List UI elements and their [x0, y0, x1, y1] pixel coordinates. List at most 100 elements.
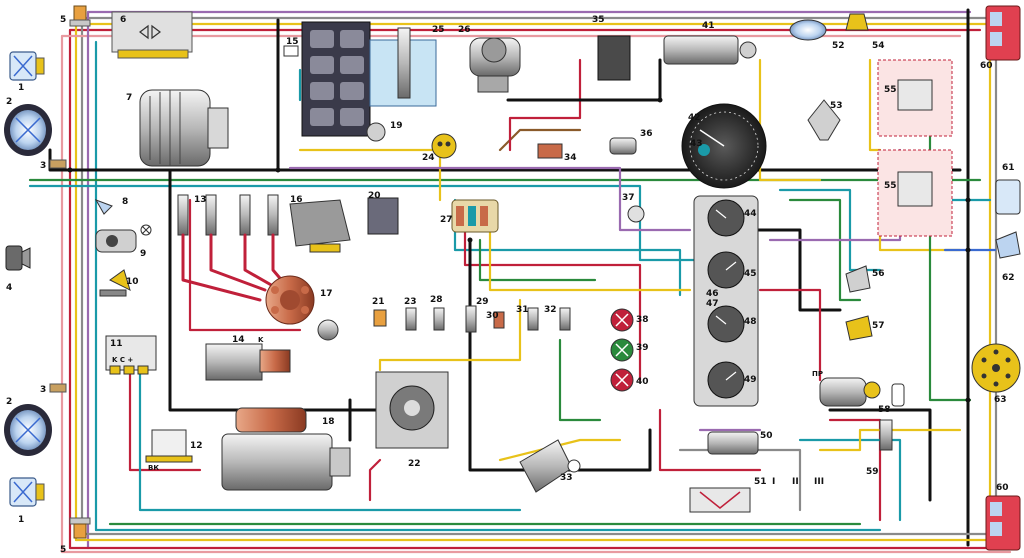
component-number-27: 27 [440, 215, 453, 225]
component-number-25: 25 [432, 25, 445, 35]
heater-switch: 37 [622, 193, 645, 223]
component-number-44: 44 [744, 209, 757, 219]
component-number-17: 17 [320, 289, 333, 299]
windshield-washer-pump: 9 [95, 224, 152, 259]
trailer-socket: 63 [971, 343, 1021, 405]
horn-icon [5, 245, 31, 271]
instrument-cluster: 44 45 46 47 48 49 [693, 195, 759, 407]
component-number-43: 43 [690, 139, 703, 149]
component-number-16: 16 [290, 195, 303, 205]
sensor-icon [373, 305, 571, 333]
component-number-37: 37 [622, 193, 635, 203]
component-number-41: 41 [702, 21, 715, 31]
ignition-switch-icon [819, 377, 905, 407]
fuel-pump: 34 [537, 143, 577, 163]
horn-left: 4 [5, 245, 31, 293]
warning-lamps: 38 39 40 [610, 308, 649, 392]
component-number-63: 63 [994, 395, 1007, 405]
speedometer-icon [681, 103, 767, 189]
sidelight-icon [9, 477, 45, 507]
component-number-1a: 1 [18, 83, 24, 93]
ignition-coil-icon [205, 343, 291, 381]
tail-light-bottom: 60 [985, 483, 1021, 551]
relay-icon [145, 429, 193, 463]
component-number-15: 15 [286, 37, 299, 47]
washer-reservoir-icon [369, 27, 437, 107]
component-number-55b: 55 [884, 181, 897, 191]
component-number-2a: 2 [6, 97, 12, 107]
component-number-26: 26 [458, 25, 471, 35]
component-number-20: 20 [368, 191, 381, 201]
component-number-35: 35 [592, 15, 605, 25]
fan-switch: 57 [845, 315, 885, 341]
component-number-61: 61 [1002, 163, 1015, 173]
component-number-3b: 3 [40, 385, 46, 395]
carburetor-valve: 36 [609, 129, 653, 155]
horn-icon [69, 5, 91, 27]
tail-light-icon [985, 5, 1021, 61]
component-number-28: 28 [430, 295, 443, 305]
starter-motor: 18 [221, 407, 351, 491]
component-number-7: 7 [126, 93, 132, 103]
component-number-12: 12 [190, 441, 203, 451]
relay-block-terminals: ВК [148, 464, 159, 472]
connector-bottom-left: 3 [40, 383, 67, 395]
ignition-module: 20 [367, 191, 399, 235]
handbrake-switch: 56 [845, 265, 885, 293]
light-switch: 51 I II III [689, 477, 824, 513]
relay-block: 6 [111, 11, 193, 59]
battery: 15 [283, 21, 371, 137]
ignition-switch-terminal: ПР [812, 370, 823, 378]
headlight-top-left: 2 [4, 97, 52, 156]
sidelight-top-left: 1 [9, 51, 45, 93]
wiper-relay: 24 [422, 133, 457, 163]
transistor-switch: 16 [289, 195, 351, 253]
component-number-8: 8 [122, 197, 128, 207]
wiper-motor-icon [469, 37, 521, 93]
roman-numeral-i: I [772, 477, 775, 487]
junction-dots [67, 97, 971, 403]
component-number-54: 54 [872, 41, 885, 51]
connector-top-left: 3 [40, 159, 67, 171]
distributor-icon [265, 275, 315, 325]
battery-icon [301, 21, 371, 137]
sidelight-icon [9, 51, 45, 81]
fuse-block: 27 [440, 199, 499, 233]
component-number-60b: 60 [996, 483, 1009, 493]
turn-signal-switch: 53 [807, 99, 843, 141]
horn-bottom: 5 [60, 517, 91, 555]
brake-pedal-switch: 59 [866, 419, 893, 477]
headlight-icon [4, 404, 52, 456]
component-number-11: 11 [110, 339, 123, 349]
component-number-39: 39 [636, 343, 649, 353]
component-number-30: 30 [486, 311, 499, 321]
starter-relay: ВК 12 [145, 429, 203, 472]
wire-harness [28, 8, 1012, 554]
component-number-47: 47 [706, 299, 719, 309]
reverse-light-switch: 10 [99, 269, 139, 297]
ignition-control-unit: 22 [375, 371, 449, 469]
component-number-22: 22 [408, 459, 421, 469]
roman-numeral-ii: II [792, 477, 799, 487]
component-number-45: 45 [744, 269, 757, 279]
component-number-31: 31 [516, 305, 529, 315]
coil-terminal: K [258, 336, 264, 344]
component-number-34: 34 [564, 153, 577, 163]
component-number-46: 46 [706, 289, 719, 299]
starter-icon [221, 407, 351, 491]
headlight-switch: 35 [592, 15, 631, 81]
sidelight-bottom-left: 1 [9, 477, 45, 525]
component-number-57: 57 [872, 321, 885, 331]
license-plate-light: 61 [995, 163, 1021, 215]
alternator-icon [139, 89, 229, 167]
component-number-40: 40 [636, 377, 649, 387]
component-number-33: 33 [560, 473, 573, 483]
door-switch: 54 [845, 13, 885, 51]
ignition-switch: ПР 58 [812, 370, 905, 415]
alternator: 7 [126, 89, 229, 167]
component-number-49: 49 [744, 375, 757, 385]
tail-light-top: 60 [980, 5, 1021, 71]
component-number-5b: 5 [60, 545, 66, 555]
component-number-10: 10 [126, 277, 139, 287]
